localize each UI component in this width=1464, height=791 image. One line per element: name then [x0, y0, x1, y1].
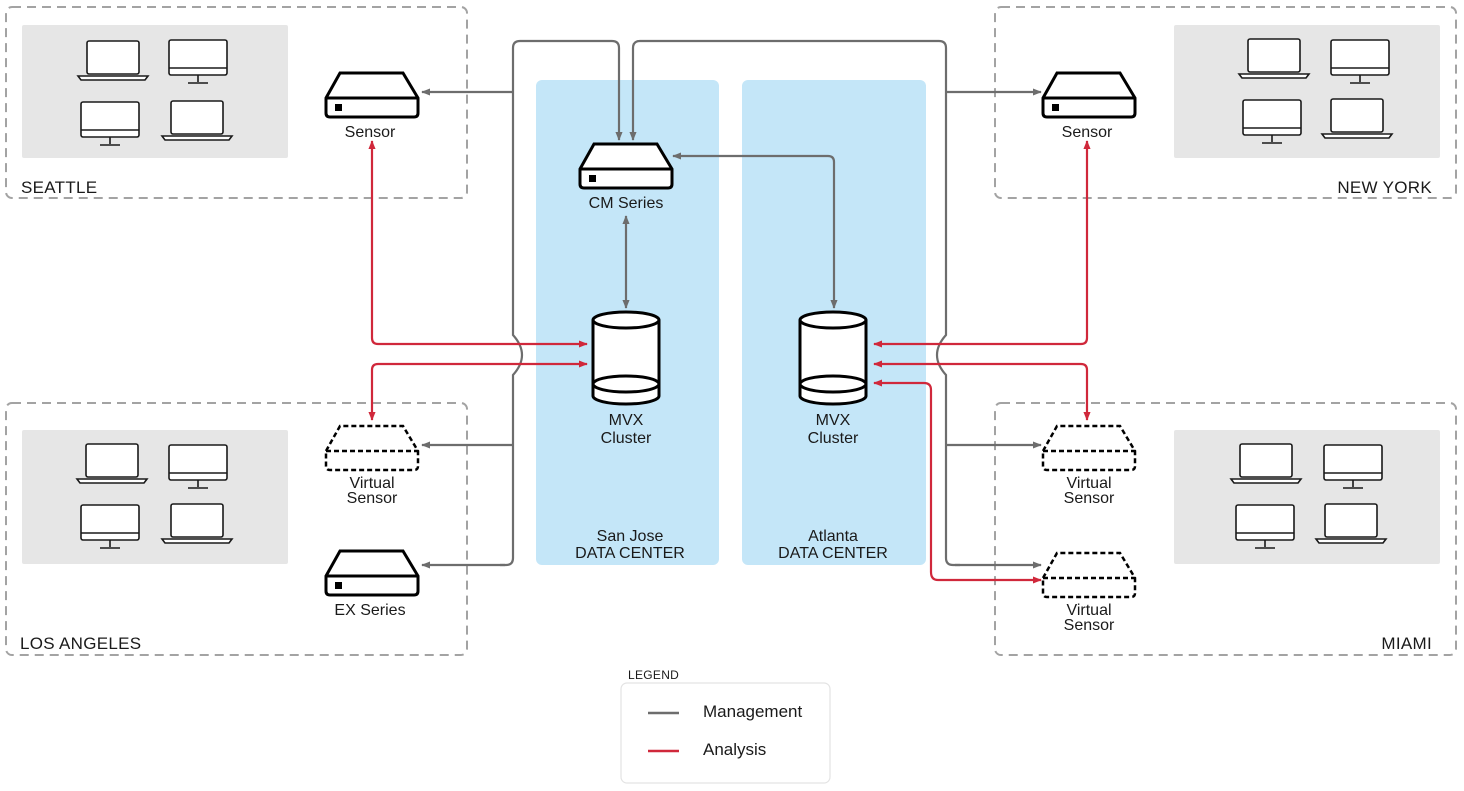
mvx-cluster-atlanta[interactable]: MVX Cluster	[798, 310, 868, 447]
device-label: Sensor	[1064, 490, 1115, 507]
virtual-sensor-miami-1[interactable]: Virtual Sensor	[1041, 424, 1137, 507]
ex-series-los-angeles[interactable]: EX Series	[324, 549, 420, 619]
sensor-new-york[interactable]: Sensor	[1041, 71, 1137, 141]
mvx-cluster-san-jose[interactable]: MVX Cluster	[591, 310, 661, 447]
device-label: Sensor	[1064, 617, 1115, 634]
database-cylinder-icon	[591, 310, 661, 406]
endpoint-group-new-york	[1174, 25, 1440, 158]
device-label: Cluster	[808, 430, 859, 447]
appliance-icon	[324, 71, 420, 119]
site-los-angeles: LOS ANGELES	[5, 402, 468, 656]
datacenter-name: San Jose	[597, 528, 664, 545]
legend-item-analysis: Analysis	[648, 740, 766, 759]
virtual-sensor-los-angeles[interactable]: Virtual Sensor	[324, 424, 420, 507]
laptop-icon	[1238, 38, 1310, 79]
virtual-appliance-icon	[324, 424, 420, 472]
laptop-icon	[1321, 98, 1393, 139]
device-label: Cluster	[601, 430, 652, 447]
site-label-new-york: NEW YORK	[1337, 178, 1432, 197]
device-label: Virtual	[1066, 475, 1111, 492]
virtual-appliance-icon	[1041, 424, 1137, 472]
device-label: Sensor	[1062, 124, 1113, 141]
laptop-icon	[77, 40, 149, 81]
device-label: Virtual	[1066, 602, 1111, 619]
appliance-icon	[324, 549, 420, 597]
sensor-seattle[interactable]: Sensor	[324, 71, 420, 141]
device-label: Sensor	[347, 490, 398, 507]
legend-label: Analysis	[703, 740, 766, 759]
appliance-icon	[578, 142, 674, 190]
virtual-sensor-miami-2[interactable]: Virtual Sensor	[1041, 551, 1137, 634]
laptop-icon	[161, 503, 233, 544]
appliance-icon	[1041, 71, 1137, 119]
site-label-seattle: SEATTLE	[21, 178, 97, 197]
datacenter-type: DATA CENTER	[778, 545, 888, 562]
endpoint-group-seattle	[22, 25, 288, 158]
legend-item-management: Management	[648, 702, 803, 721]
database-cylinder-icon	[798, 310, 868, 406]
device-label: CM Series	[589, 195, 664, 212]
management-connections	[421, 39, 1042, 569]
device-label: MVX	[609, 412, 644, 429]
device-label: MVX	[816, 412, 851, 429]
site-label-los-angeles: LOS ANGELES	[20, 634, 141, 653]
site-label-miami: MIAMI	[1381, 634, 1432, 653]
laptop-icon	[76, 443, 148, 484]
datacenter-name: Atlanta	[808, 528, 858, 545]
site-new-york: NEW YORK	[994, 6, 1457, 199]
endpoint-group-los-angeles	[22, 430, 288, 564]
legend-label: Management	[703, 702, 803, 721]
legend: LEGEND Management Analysis	[620, 668, 831, 784]
datacenter-type: DATA CENTER	[575, 545, 685, 562]
cm-series[interactable]: CM Series	[578, 142, 674, 212]
site-miami: MIAMI	[994, 402, 1457, 656]
laptop-icon	[161, 100, 233, 141]
laptop-icon	[1315, 503, 1387, 544]
legend-title: LEGEND	[628, 668, 679, 682]
device-label: Sensor	[345, 124, 396, 141]
laptop-icon	[1230, 443, 1302, 484]
device-label: Virtual	[349, 475, 394, 492]
site-seattle: SEATTLE	[5, 6, 468, 199]
endpoint-group-miami	[1174, 430, 1440, 564]
device-label: EX Series	[334, 602, 405, 619]
analysis-connections	[368, 140, 1091, 584]
virtual-appliance-icon	[1041, 551, 1137, 599]
